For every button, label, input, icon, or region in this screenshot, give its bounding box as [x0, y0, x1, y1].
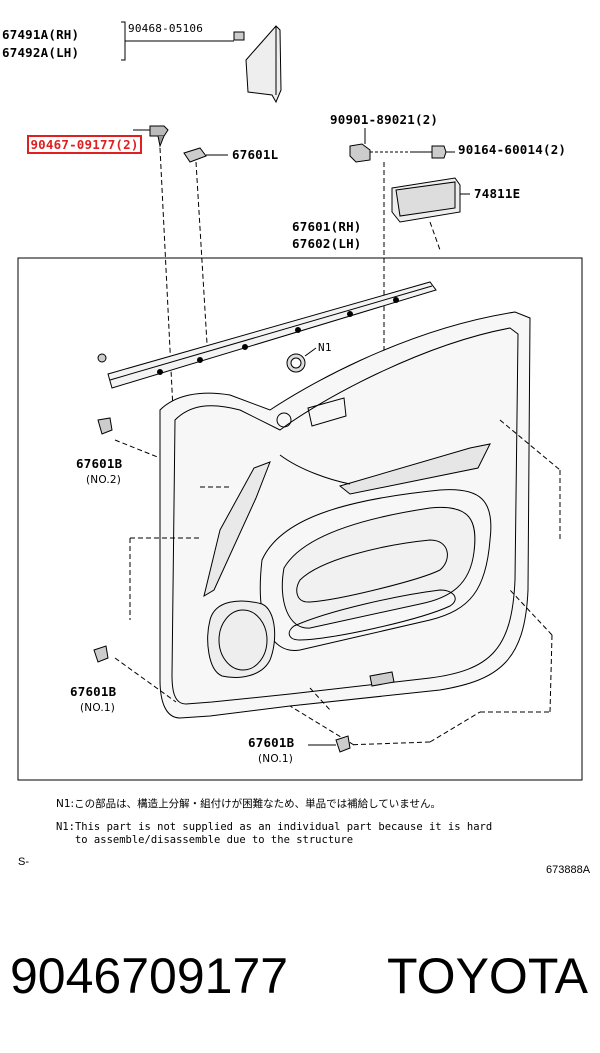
note-japanese: N1:この部品は、構造上分解・組付けが困難なため、単品では補給していません。 [56, 798, 441, 810]
assembly-frame [17, 257, 583, 781]
clip-90468 [125, 31, 245, 42]
note-english-line2: to assemble/disassemble due to the struc… [56, 834, 354, 846]
label-74811e[interactable]: 74811E [474, 186, 521, 201]
footer-left-mark: S- [18, 856, 29, 868]
label-90901[interactable]: 90901-89021(2) [330, 112, 439, 127]
screw-90164 [410, 145, 455, 159]
clip-67601b-no2 [97, 417, 113, 435]
label-67492a[interactable]: 67492A(LH) [2, 45, 80, 60]
label-n1: N1 [318, 341, 332, 354]
label-67491a[interactable]: 67491A(RH) [2, 27, 80, 42]
screw-90467 [133, 125, 169, 148]
door-trim-panel [159, 311, 531, 719]
label-90468[interactable]: 90468-05106 [128, 22, 204, 35]
label-67601b-no1-left[interactable]: 67601B [70, 684, 117, 699]
label-67602lh[interactable]: 67602(LH) [292, 236, 362, 251]
weatherstrip [107, 281, 437, 389]
label-67601b-no1-left-sub: (NO.1) [80, 702, 116, 714]
diagram-code: 673888A [546, 864, 591, 876]
label-67601rh[interactable]: 67601(RH) [292, 219, 362, 234]
part-number-caption: 9046709177 [10, 948, 289, 1004]
n1-part [286, 347, 317, 373]
label-67601b-no2[interactable]: 67601B [76, 456, 123, 471]
clip-67601b-no1-left [93, 645, 109, 663]
clip-67601l [183, 147, 228, 163]
mirror-garnish [245, 25, 282, 104]
highlight-box: 90467-09177(2) [27, 135, 142, 154]
label-67601b-no1-bottom-sub: (NO.1) [258, 753, 294, 765]
label-67601b-no2-sub: (NO.2) [86, 474, 122, 486]
note-english-line1: N1:This part is not supplied as an indiv… [56, 821, 493, 833]
brand-caption: TOYOTA [387, 948, 588, 1004]
label-67601l[interactable]: 67601L [232, 147, 279, 162]
clip-67601b-no1-bottom [308, 735, 351, 753]
bracket-90901 [349, 128, 408, 163]
label-67601b-no1-bottom[interactable]: 67601B [248, 735, 295, 750]
pocket-74811e [391, 177, 470, 223]
label-90467-highlighted[interactable]: 90467-09177(2) [12, 121, 142, 154]
label-90164[interactable]: 90164-60014(2) [458, 142, 567, 157]
